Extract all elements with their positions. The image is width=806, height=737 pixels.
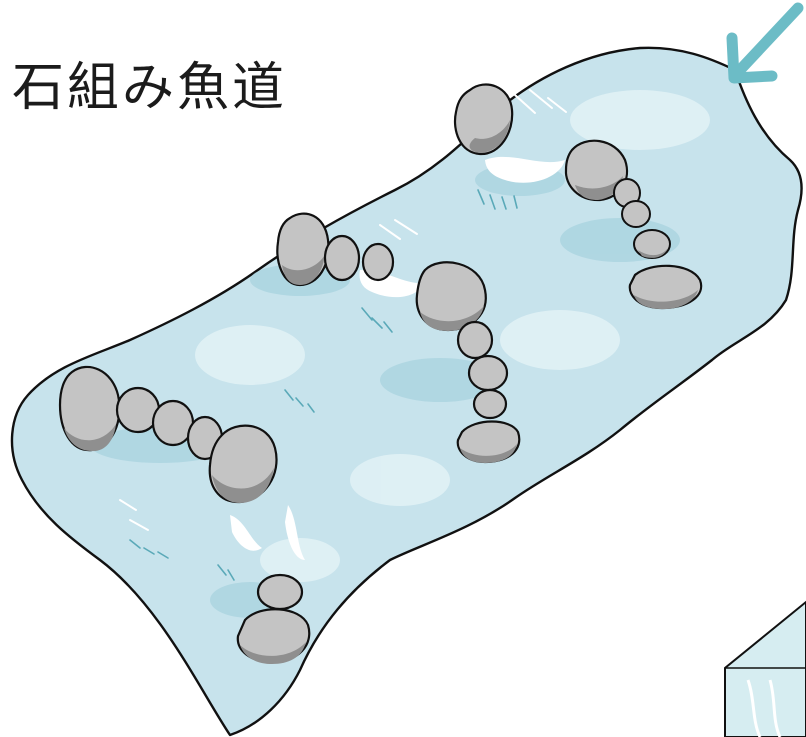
stone-row-bottom [58,365,311,664]
stone [628,264,703,310]
stone [472,388,508,420]
stone-row-middle [276,212,521,464]
stone [276,212,330,287]
stone [256,573,304,611]
stone [361,242,395,282]
stone [456,420,521,464]
stone [323,234,361,282]
stone [621,200,651,228]
stone [236,608,311,664]
stone [467,354,509,392]
stone [415,261,487,332]
white-water-flows [230,156,565,560]
stone [633,229,671,259]
stone [58,365,121,452]
stone-row-top [453,83,703,310]
flow-direction-arrow-icon [726,2,804,84]
water-highlights [195,90,710,582]
stone [456,320,494,360]
water-ripples-dark [129,189,518,581]
stone [208,424,278,504]
adjacent-structure-corner [724,600,806,737]
diagram-title: 石組み魚道 [12,58,288,118]
water-ripples [119,89,567,531]
stone [453,83,514,156]
stone [564,139,628,202]
